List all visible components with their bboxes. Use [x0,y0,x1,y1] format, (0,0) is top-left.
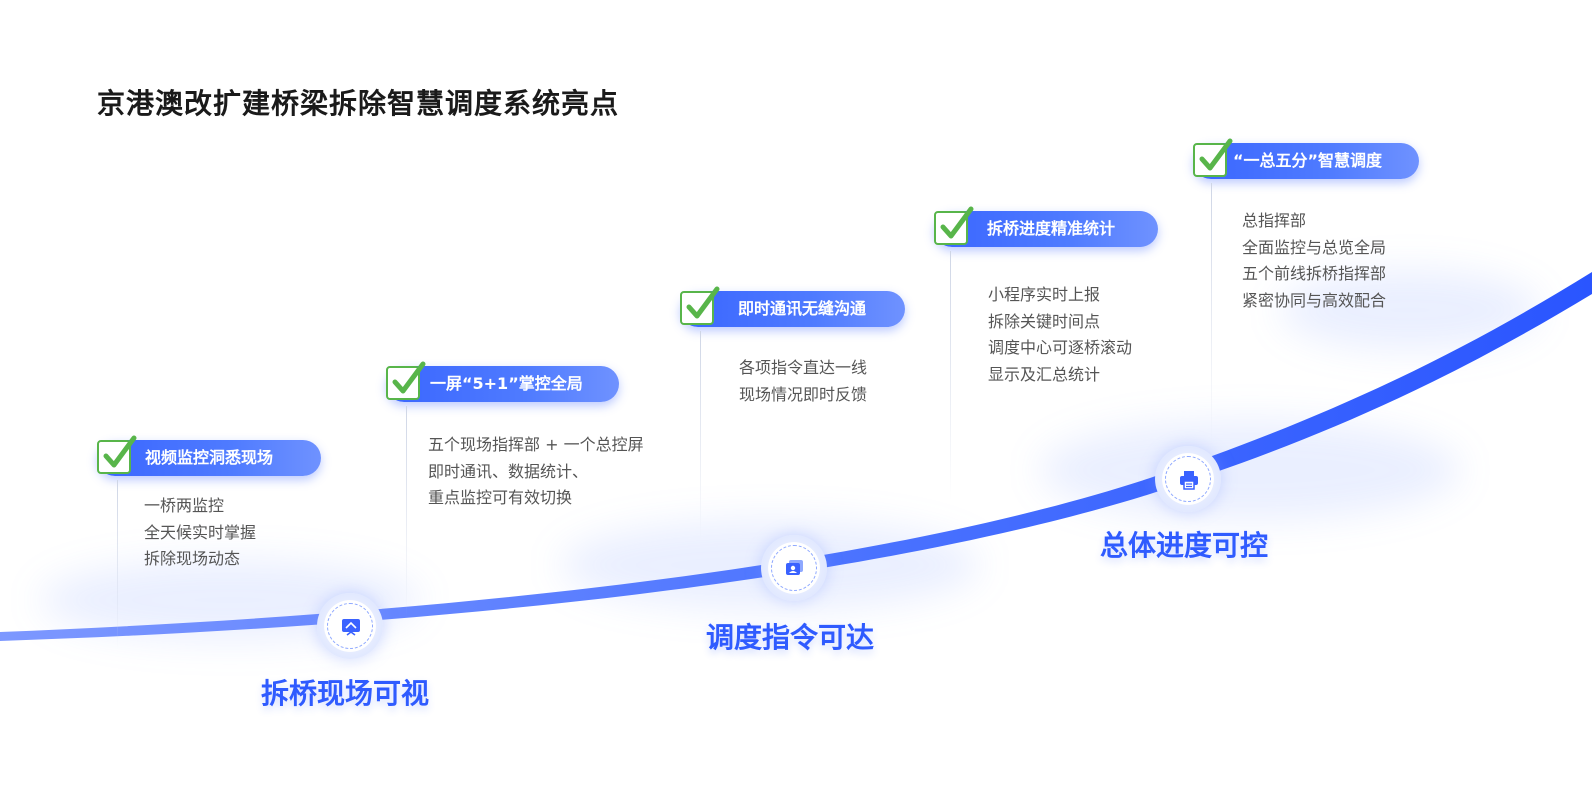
page-title: 京港澳改扩建桥梁拆除智慧调度系统亮点 [97,87,620,120]
detail-line: 紧密协同与高效配合 [1242,290,1387,310]
dispatch-icon [786,560,803,575]
detail-line: 重点监控可有效切换 [428,488,573,507]
checkmark-icon [386,361,426,400]
stage-label-command: 调度指令可达 [706,621,875,654]
detail-line: 全天候实时掌握 [144,522,257,542]
checkmark-icon [97,435,137,474]
detail-line: 一桥两监控 [144,496,225,515]
highlight-pill [934,211,1158,247]
connector-line [117,480,118,650]
connector-line [406,406,407,616]
connector-line [950,251,951,501]
detail-line: 五个前线拆桥指挥部 [1242,264,1387,283]
connector-line [700,331,701,541]
highlight-title: 拆桥进度精准统计 [987,219,1116,238]
connector-line [1211,183,1212,443]
stage-label-visual: 拆桥现场可视 [261,677,430,710]
highlight-details: 小程序实时上报 拆除关键时间点 调度中心可逐桥滚动 显示及汇总统计 [988,282,1132,388]
checkmark-icon [934,206,974,245]
checkmark-icon [1193,138,1233,177]
highlight-title: 即时通讯无缝沟通 [738,299,867,318]
stage-node-visual [317,593,383,659]
detail-line: 五个现场指挥部 + 一个总控屏 [428,435,644,454]
detail-line: 现场情况即时反馈 [739,384,868,404]
detail-line: 总指挥部 [1242,211,1307,230]
highlight-pill [1193,143,1419,179]
monitor-icon [342,619,360,636]
detail-line: 拆除关键时间点 [988,311,1101,331]
highlight-pill [680,291,905,327]
detail-line: 小程序实时上报 [988,285,1101,304]
highlight-details: 一桥两监控 全天候实时掌握 拆除现场动态 [144,493,256,573]
detail-line: 调度中心可逐桥滚动 [988,338,1133,357]
detail-line: 拆除现场动态 [144,549,241,568]
detail-line: 各项指令直达一线 [739,358,868,377]
highlight-details: 总指挥部 全面监控与总览全局 五个前线拆桥指挥部 紧密协同与高效配合 [1242,208,1386,314]
detail-line: 即时通讯、数据统计、 [428,461,589,481]
highlight-title: 视频监控洞悉现场 [145,448,274,467]
highlight-details: 各项指令直达一线 现场情况即时反馈 [739,355,867,408]
highlight-details: 五个现场指挥部 + 一个总控屏 即时通讯、数据统计、 重点监控可有效切换 [428,432,644,512]
stage-node-command [761,535,827,601]
detail-line: 全面监控与总览全局 [1242,237,1387,257]
detail-line: 显示及汇总统计 [988,364,1101,384]
stage-node-progress [1155,446,1221,512]
checkmark-icon [680,286,720,325]
highlight-pill [97,440,321,476]
highlight-pill [386,366,619,402]
highlight-title: 一屏“5+1”掌控全局 [430,374,583,393]
stage-label-progress: 总体进度可控 [1100,529,1269,562]
printer-icon [1180,471,1198,490]
highlight-title: “一总五分”智慧调度 [1233,151,1383,170]
